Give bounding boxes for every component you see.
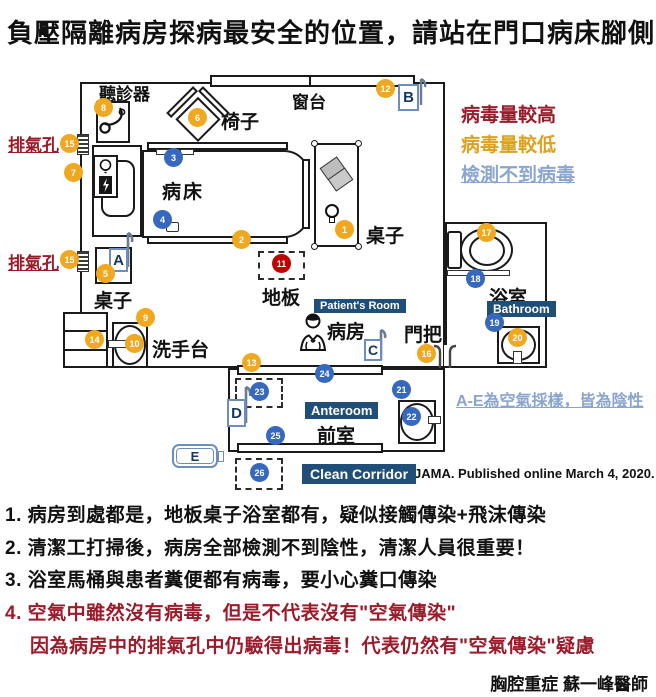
door-handle-icon [448, 343, 459, 369]
sample-marker-21: 21 [392, 380, 411, 399]
bulb-icon [95, 157, 116, 175]
floor-label: 地板 [262, 288, 301, 309]
sample-marker-15b: 15 [60, 250, 79, 269]
table-caster [355, 140, 362, 147]
window-divider [309, 75, 311, 87]
table-right-label: 桌子 [366, 226, 405, 247]
doctor-icon [298, 312, 328, 352]
bed-label: 病床 [162, 182, 205, 203]
exhaust-vent-bottom-icon [77, 251, 89, 272]
bed-rail-bottom [147, 236, 288, 244]
patient-room-badge: Patient's Room [314, 299, 406, 313]
chair-label: 椅子 [221, 112, 260, 133]
switch-icon [99, 176, 112, 194]
light-switch-box [93, 155, 118, 198]
patient-room-label: 病房 [327, 322, 366, 343]
anteroom-top-wall-bar [237, 365, 383, 375]
air-sampler-e-body: E [172, 444, 224, 468]
lamp-icon [325, 204, 339, 218]
air-sampler-b: B [398, 84, 419, 111]
sample-marker-14: 14 [85, 330, 104, 349]
stethoscope-icon [98, 103, 128, 141]
sample-marker-17: 17 [477, 223, 496, 242]
bed-rail-top [147, 142, 288, 150]
sample-marker-13: 13 [242, 353, 261, 372]
sample-marker-12: 12 [376, 79, 395, 98]
author-credit: 胸腔重症 蘇一峰醫師 [490, 675, 648, 694]
sampler-b-handle-icon [416, 77, 427, 107]
bathroom-door-opening [443, 345, 449, 366]
sample-marker-5: 5 [96, 264, 115, 283]
door-handle-label: 門把 [404, 325, 443, 346]
anteroom-bottom-wall-bar [237, 443, 383, 453]
lamp-base [329, 217, 335, 223]
air-sampler-e-tab [218, 451, 224, 462]
cabinet-shelf [65, 330, 106, 332]
legend-air-note: A-E為空氣採樣，皆為陰性 [456, 393, 644, 410]
anteroom-badge: Anteroom [305, 402, 379, 419]
sample-marker-8: 8 [94, 98, 113, 117]
sample-marker-16: 16 [417, 344, 436, 363]
windowsill-label: 窗台 [292, 93, 326, 112]
exhaust-vent-bottom-label: 排氣孔 [8, 254, 59, 273]
sample-marker-19: 19 [485, 313, 504, 332]
sample-marker-26: 26 [250, 463, 269, 482]
sample-marker-24: 24 [315, 364, 334, 383]
sample-marker-6: 6 [188, 108, 207, 127]
sample-marker-3: 3 [164, 148, 183, 167]
sampler-a-handle-icon [122, 231, 134, 269]
sample-marker-2: 2 [232, 230, 251, 249]
sink-label: 洗手台 [152, 340, 210, 361]
table-left-label: 桌子 [94, 291, 133, 312]
door-handle-icon [431, 343, 442, 369]
air-sampler-d: D [227, 399, 246, 427]
anteroom-label-zh: 前室 [317, 426, 356, 447]
note-4: 4. 空氣中雖然沒有病毒，但是不代表沒有"空氣傳染" [5, 603, 457, 624]
sample-marker-18: 18 [466, 269, 485, 288]
note-1: 1. 病房到處都是，地板桌子浴室都有，疑似接觸傳染+飛沫傳染 [5, 505, 547, 526]
sample-marker-1: 1 [335, 220, 354, 239]
note-5: 因為病房中的排氣孔中仍驗得出病毒！代表仍然有"空氣傳染"疑慮 [30, 636, 596, 657]
air-sampler-c: C [364, 339, 382, 361]
sample-marker-22: 22 [402, 407, 421, 426]
legend-high: 病毒量較高 [461, 105, 557, 126]
legend-low: 病毒量較低 [461, 135, 557, 156]
exhaust-vent-top-label: 排氣孔 [8, 136, 59, 155]
table-caster [311, 243, 318, 250]
sample-marker-4: 4 [153, 210, 172, 229]
air-sampler-a: A [109, 248, 128, 272]
air-sampler-e: E [176, 448, 214, 464]
sample-marker-7: 7 [64, 163, 83, 182]
legend-none: 檢測不到病毒 [461, 165, 576, 186]
bathroom-sink-faucet [513, 351, 522, 364]
sample-marker-10: 10 [125, 334, 144, 353]
page-title: 負壓隔離病房探病最安全的位置，請站在門口病床腳側！ [7, 18, 656, 48]
cabinet-shelf [65, 349, 106, 351]
stethoscope-label: 聽診器 [99, 85, 150, 104]
clean-corridor-badge: Clean Corridor [302, 464, 417, 484]
floor-sample-area [258, 251, 305, 280]
sample-marker-11: 11 [272, 254, 291, 273]
table-caster [355, 243, 362, 250]
sample-marker-15a: 15 [60, 134, 79, 153]
anteroom-sample-area [235, 378, 283, 408]
window-sill [210, 75, 415, 87]
sample-marker-20: 20 [508, 328, 527, 347]
corridor-sample-area [235, 458, 283, 490]
sample-marker-9: 9 [136, 308, 155, 327]
note-3: 3. 浴室馬桶與患者糞便都有病毒，要小心糞口傳染 [5, 570, 438, 591]
sample-marker-25: 25 [266, 426, 285, 445]
anteroom-basin-handle [428, 416, 441, 424]
sample-marker-23: 23 [250, 382, 269, 401]
table-caster [311, 140, 318, 147]
bed-end-rail [302, 159, 310, 229]
bathroom-badge: Bathroom [487, 301, 556, 317]
note-2: 2. 清潔工打掃後，病房全部檢測不到陰性，清潔人員很重要！ [5, 538, 535, 559]
source-citation: JAMA. Published online March 4, 2020. [414, 466, 655, 481]
